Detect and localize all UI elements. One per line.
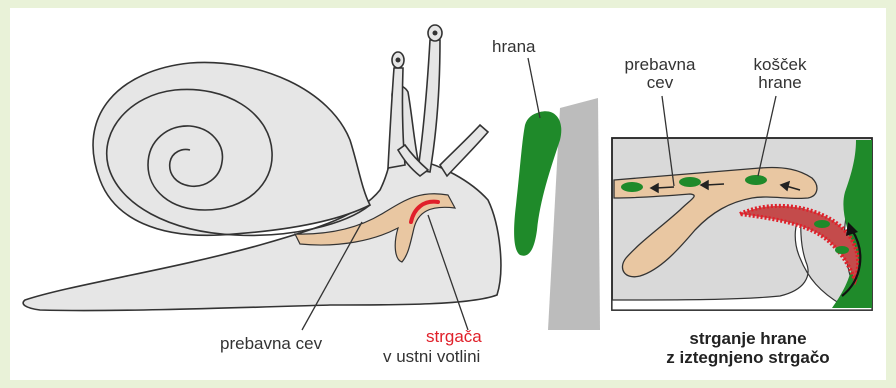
label-food-piece-1: košček bbox=[740, 56, 820, 74]
caption-line-1: strganje hrane bbox=[628, 330, 868, 348]
right-tentacle bbox=[440, 125, 488, 176]
food-piece-1 bbox=[621, 182, 643, 192]
food-piece-5 bbox=[835, 246, 849, 254]
right-eye-stalk bbox=[418, 40, 440, 172]
label-radula: strgača bbox=[426, 328, 482, 346]
label-radula-location: v ustni votlini bbox=[383, 348, 480, 366]
snail-shell bbox=[93, 62, 370, 235]
label-closeup-tube-1: prebavna bbox=[620, 56, 700, 74]
label-closeup-tube-2: cev bbox=[620, 74, 700, 92]
food-piece-2 bbox=[679, 177, 701, 187]
label-food-piece-2: hrane bbox=[740, 74, 820, 92]
leader-food bbox=[528, 58, 540, 118]
caption-line-2: z iztegnjeno strgačo bbox=[628, 349, 868, 367]
food-piece-4 bbox=[814, 220, 830, 228]
label-food: hrana bbox=[492, 38, 535, 56]
label-digestive-tube: prebavna cev bbox=[220, 335, 322, 353]
food-piece-3 bbox=[745, 175, 767, 185]
